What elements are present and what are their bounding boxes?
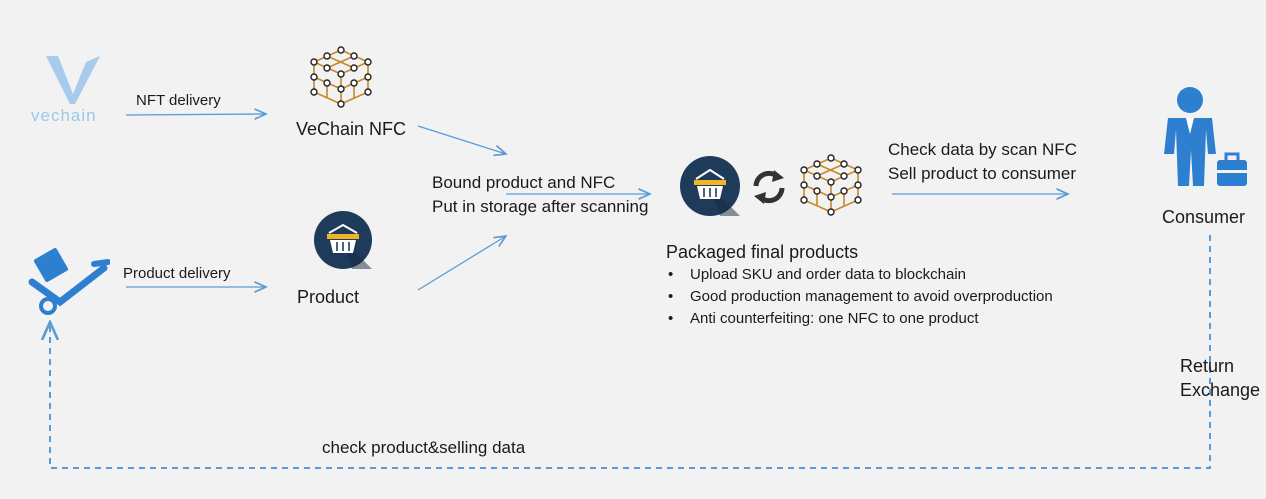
packaged-title: Packaged final products: [666, 242, 859, 262]
basket-icon: [314, 211, 372, 269]
check-product-selling-label: check product&selling data: [322, 438, 526, 457]
vechain-nfc-label: VeChain NFC: [296, 119, 407, 139]
return-loop-dashed: [50, 235, 1211, 469]
nft-delivery-label: NFT delivery: [136, 92, 221, 109]
refresh-icon: [753, 170, 785, 204]
packaged-bullet-list: Upload SKU and order data to blockchain …: [668, 264, 1053, 330]
product-delivery-label: Product delivery: [123, 265, 231, 282]
check-sell-line-2: Sell product to consumer: [888, 164, 1077, 183]
product-label: Product: [297, 287, 360, 307]
packaged-nfc-cube-icon: [800, 154, 862, 216]
consumer-person-icon: [1164, 87, 1247, 186]
packaged-basket-icon: [680, 156, 740, 216]
packaged-bullet-2: Good production management to avoid over…: [668, 286, 1053, 308]
packaged-bullet-1: Upload SKU and order data to blockchain: [668, 264, 1053, 286]
return-label: Return: [1180, 356, 1235, 376]
bound-line-2: Put in storage after scanning: [432, 197, 649, 216]
arrow-product-to-bound: [417, 236, 506, 291]
exchange-label: Exchange: [1180, 380, 1261, 400]
vechain-logo-icon: [46, 56, 100, 104]
nfc-cube-icon: [310, 46, 372, 108]
arrow-nft-delivery: [125, 114, 266, 115]
arrow-nfc-to-bound: [417, 125, 506, 154]
consumer-label: Consumer: [1162, 207, 1246, 227]
check-sell-line-1: Check data by scan NFC: [888, 140, 1077, 159]
vechain-logo-text: vechain: [31, 106, 97, 125]
packaged-bullet-3: Anti counterfeiting: one NFC to one prod…: [668, 308, 1053, 330]
delivery-trolley-icon: [28, 247, 110, 315]
bound-line-1: Bound product and NFC: [432, 173, 616, 192]
